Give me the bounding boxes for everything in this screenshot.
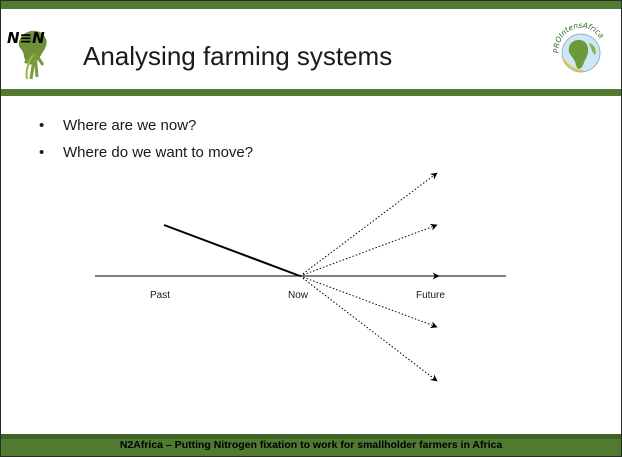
- bullet-item: • Where are we now?: [39, 117, 253, 144]
- future-label: Future: [416, 290, 445, 301]
- prointensafrica-logo: PROIntensAfrica: [549, 19, 611, 81]
- future-arrow-5: [299, 275, 438, 382]
- past-trajectory-line: [163, 224, 301, 277]
- bullet-text: Where do we want to move?: [63, 144, 254, 161]
- future-arrow-4: [299, 275, 438, 329]
- now-label: Now: [288, 290, 309, 301]
- bullet-list: • Where are we now? • Where do we want to …: [39, 117, 253, 171]
- n2africa-logo-icon: N≡N: [7, 29, 47, 80]
- n2africa-logo: N≡N: [5, 19, 67, 81]
- n2africa-logo-text: N≡N: [7, 29, 45, 47]
- globe-icon: PROIntensAfrica: [552, 21, 606, 73]
- bullet-dot: •: [39, 144, 45, 161]
- past-label: Past: [150, 290, 170, 301]
- footer-bar: [1, 434, 621, 456]
- bullet-item: • Where do we want to move?: [39, 144, 253, 171]
- future-arrow-2: [299, 223, 438, 277]
- top-accent-bar: [1, 1, 621, 9]
- future-arrow-1: [299, 172, 438, 277]
- footer-text: N2Africa – Putting Nitrogen fixation to …: [119, 439, 503, 451]
- bullet-dot: •: [39, 117, 45, 134]
- header-rule: [1, 89, 621, 96]
- slide-title: Analysing farming systems: [83, 41, 393, 71]
- bullet-text: Where are we now?: [63, 117, 197, 134]
